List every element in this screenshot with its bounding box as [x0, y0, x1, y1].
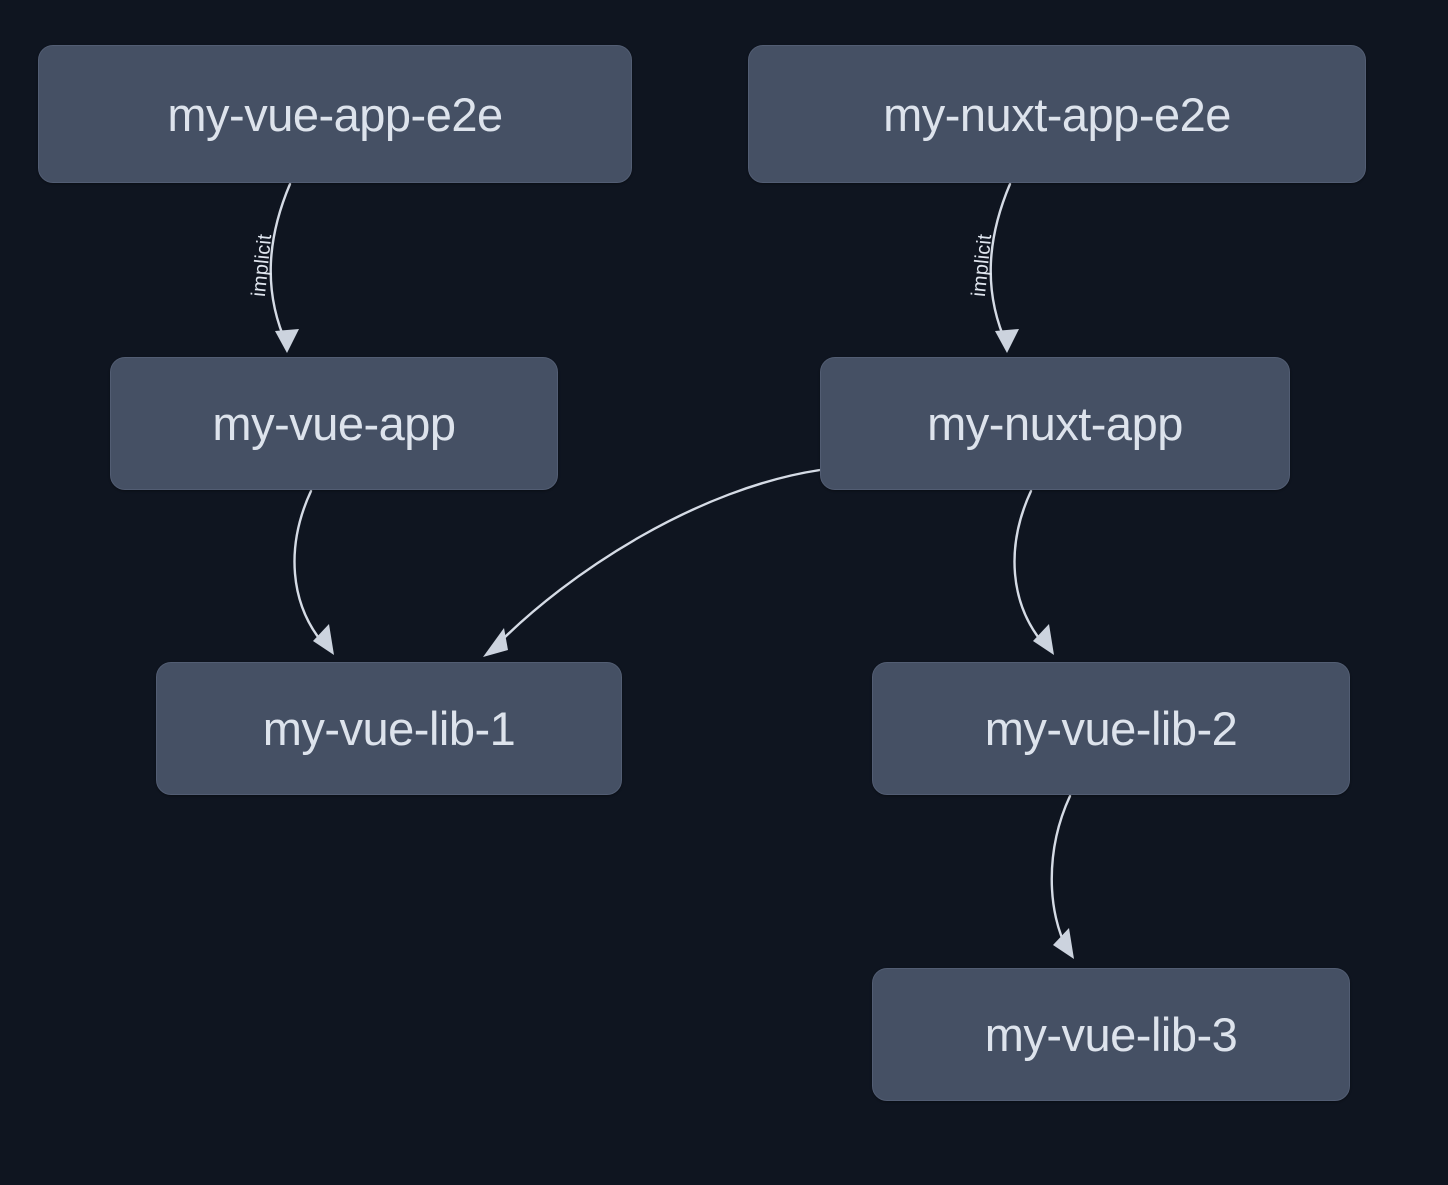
- graph-node-label: my-vue-app-e2e: [167, 87, 503, 141]
- graph-node-my-vue-lib-3[interactable]: my-vue-lib-3: [872, 968, 1350, 1101]
- graph-node-label: my-vue-lib-2: [984, 702, 1238, 755]
- graph-node-label: my-vue-lib-1: [262, 702, 516, 755]
- graph-node-my-vue-lib-1[interactable]: my-vue-lib-1: [156, 662, 622, 795]
- graph-node-label: my-vue-lib-3: [984, 1008, 1238, 1061]
- graph-node-label: my-nuxt-app: [927, 397, 1183, 450]
- graph-node-my-vue-app[interactable]: my-vue-app: [110, 357, 558, 490]
- graph-node-my-vue-lib-2[interactable]: my-vue-lib-2: [872, 662, 1350, 795]
- graph-node-my-nuxt-app-e2e[interactable]: my-nuxt-app-e2e: [748, 45, 1366, 183]
- graph-node-label: my-vue-app: [212, 397, 456, 450]
- graph-node-my-nuxt-app[interactable]: my-nuxt-app: [820, 357, 1290, 490]
- graph-node-label: my-nuxt-app-e2e: [883, 87, 1231, 141]
- graph-node-my-vue-app-e2e[interactable]: my-vue-app-e2e: [38, 45, 632, 183]
